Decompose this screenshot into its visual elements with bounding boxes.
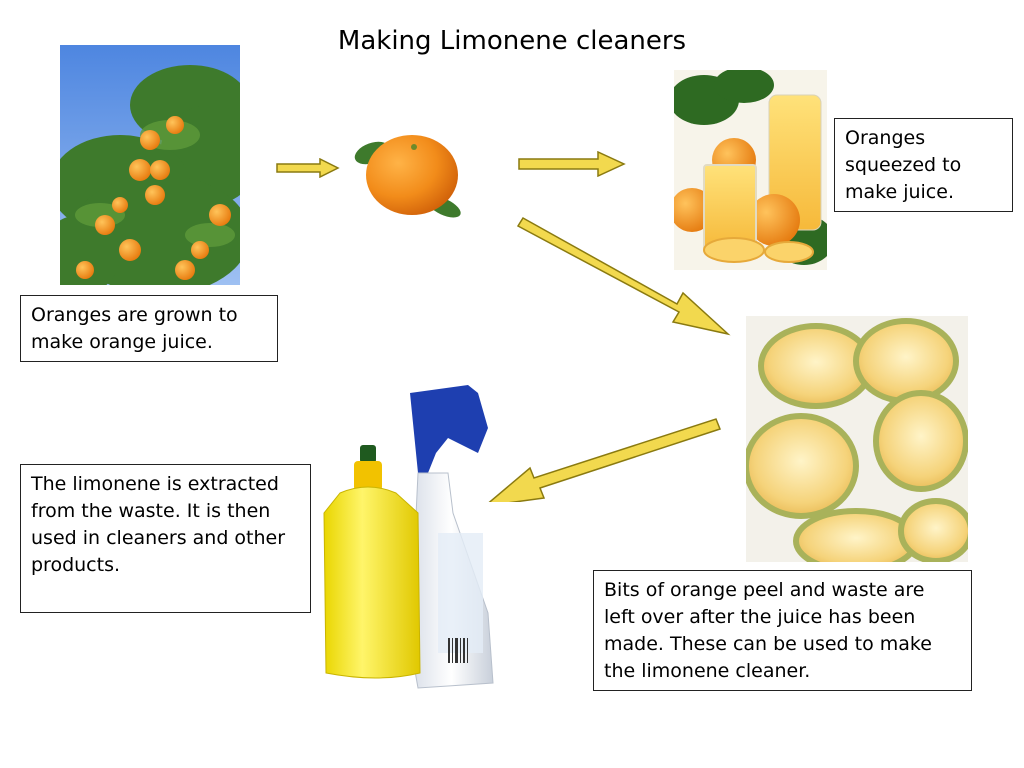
orange-tree-image bbox=[60, 45, 240, 285]
cleaner-bottles-image bbox=[318, 383, 510, 693]
arrow-peels-to-bottles bbox=[480, 414, 723, 502]
arrow-tree-to-orange bbox=[276, 158, 340, 178]
caption-squeezed: Oranges squeezed to make juice. bbox=[834, 118, 1013, 212]
arrow-orange-to-peels bbox=[515, 208, 735, 340]
caption-waste: Bits of orange peel and waste are left o… bbox=[593, 570, 972, 691]
orange-juice-image bbox=[674, 70, 827, 270]
caption-extracted: The limonene is extracted from the waste… bbox=[20, 464, 311, 613]
page-title: Making Limonene cleaners bbox=[337, 26, 687, 56]
orange-image bbox=[352, 125, 467, 220]
arrow-orange-to-juice bbox=[518, 151, 626, 177]
orange-peels-image bbox=[746, 316, 968, 562]
caption-grown: Oranges are grown to make orange juice. bbox=[20, 295, 278, 362]
